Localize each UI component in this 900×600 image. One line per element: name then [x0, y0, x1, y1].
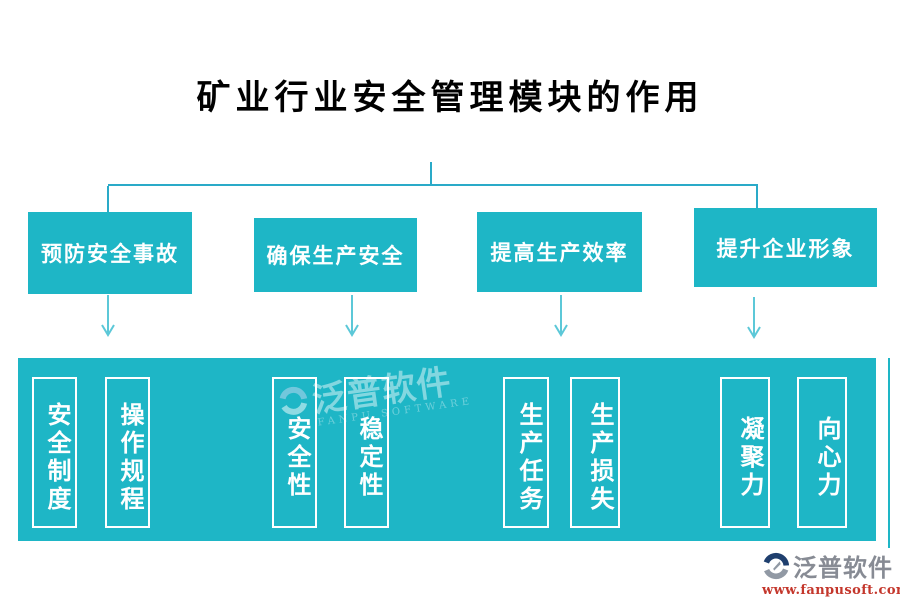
top-box-label: 提升企业形象: [716, 235, 855, 261]
down-arrow-icon: [554, 295, 568, 337]
footer-url: www.fanpusoft.com: [762, 583, 900, 598]
band-item-label: 生产损失: [586, 401, 615, 514]
top-box-label: 提高生产效率: [490, 240, 629, 265]
connector-horizontal-line: [108, 184, 758, 186]
result-band: [18, 358, 876, 541]
band-item-label: 稳定性: [355, 415, 384, 500]
page-title: 矿业行业安全管理模块的作用: [196, 78, 704, 118]
footer-brand-text: 泛普软件: [793, 553, 893, 582]
band-item-label: 安全性: [283, 415, 312, 500]
band-item-production-tasks: 生产任务: [503, 377, 549, 528]
connector-drop-right: [756, 186, 758, 208]
connector-drop-left: [107, 186, 109, 213]
down-arrow-icon: [747, 297, 761, 339]
band-item-cohesion: 凝聚力: [720, 377, 770, 528]
connector-stem: [430, 162, 432, 185]
watermark-logo-icon: [279, 386, 308, 415]
top-box-prevent-accidents: 预防安全事故: [28, 212, 192, 294]
band-item-production-loss: 生产损失: [570, 377, 620, 528]
band-item-label: 向心力: [813, 415, 842, 500]
watermark: 泛普软件 FANPU SOFTWARE: [275, 350, 481, 433]
top-box-improve-efficiency: 提高生产效率: [477, 212, 642, 292]
top-box-label: 预防安全事故: [41, 241, 179, 266]
top-box-enhance-image: 提升企业形象: [694, 208, 877, 287]
down-arrow-icon: [345, 295, 359, 337]
down-arrow-icon: [101, 295, 115, 337]
band-item-stability: 稳定性: [344, 377, 389, 528]
footer-brand-block: 泛普软件 www.fanpusoft.com: [762, 548, 900, 598]
top-box-label: 确保生产安全: [266, 243, 405, 268]
band-item-safety-system: 安全制度: [32, 377, 77, 528]
band-item-centripetal-force: 向心力: [797, 377, 847, 528]
top-box-ensure-production-safety: 确保生产安全: [254, 218, 417, 292]
band-right-accent-line: [888, 358, 890, 548]
band-item-label: 生产任务: [515, 401, 544, 514]
band-item-label: 操作规程: [116, 401, 145, 514]
footer-logo-icon: [762, 552, 790, 579]
band-item-safety: 安全性: [272, 377, 317, 528]
band-item-operating-procedures: 操作规程: [105, 377, 150, 528]
band-item-label: 安全制度: [43, 401, 72, 514]
band-item-label: 凝聚力: [736, 415, 765, 500]
